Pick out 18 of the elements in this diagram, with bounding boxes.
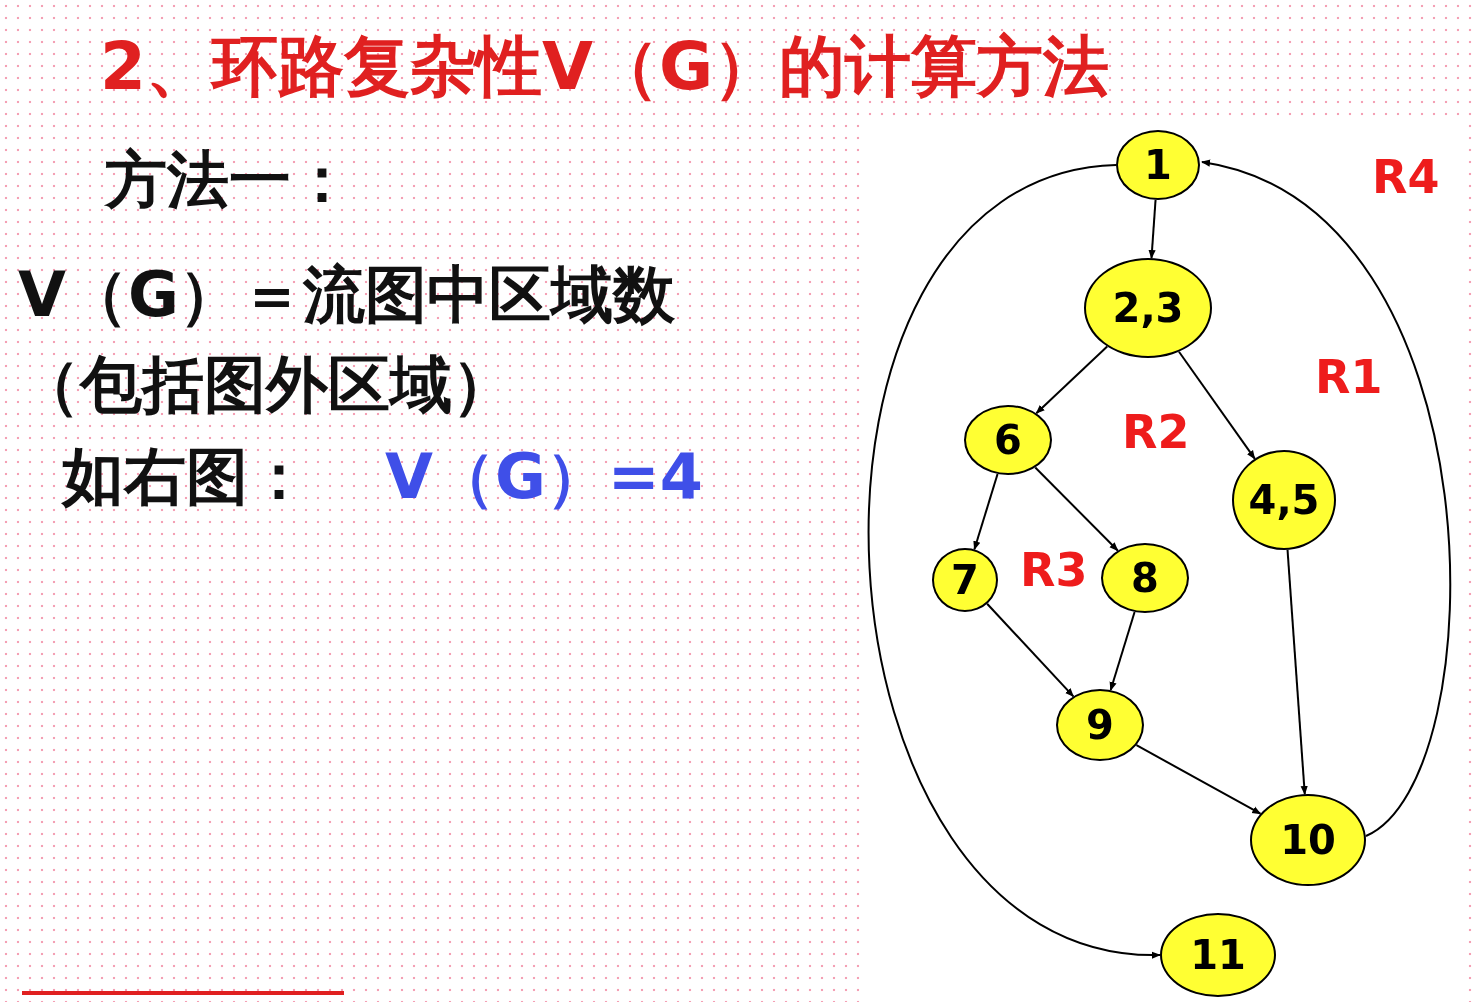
arrow (868, 164, 1161, 958)
arrow (973, 473, 999, 551)
result-text: V（G）=4 (385, 439, 703, 515)
slide-title: 2、环路复杂性V（G）的计算方法 (100, 27, 1110, 107)
region-label: R1 (1315, 350, 1383, 404)
arrow (1201, 160, 1452, 837)
arrow (1109, 611, 1136, 692)
arrow (1286, 548, 1308, 796)
formula-text: V（G）＝流图中区域数（包括图外区域） (18, 257, 676, 423)
region-label: R2 (1122, 405, 1190, 459)
heading-text: 方法一： (105, 142, 353, 218)
arrow (1135, 744, 1262, 815)
body-text: 如右图： (62, 439, 310, 515)
region-label: R4 (1372, 150, 1440, 204)
arrow (986, 602, 1075, 698)
arrow (1034, 466, 1119, 552)
region-label: R3 (1020, 543, 1088, 597)
arrow (1148, 198, 1157, 260)
